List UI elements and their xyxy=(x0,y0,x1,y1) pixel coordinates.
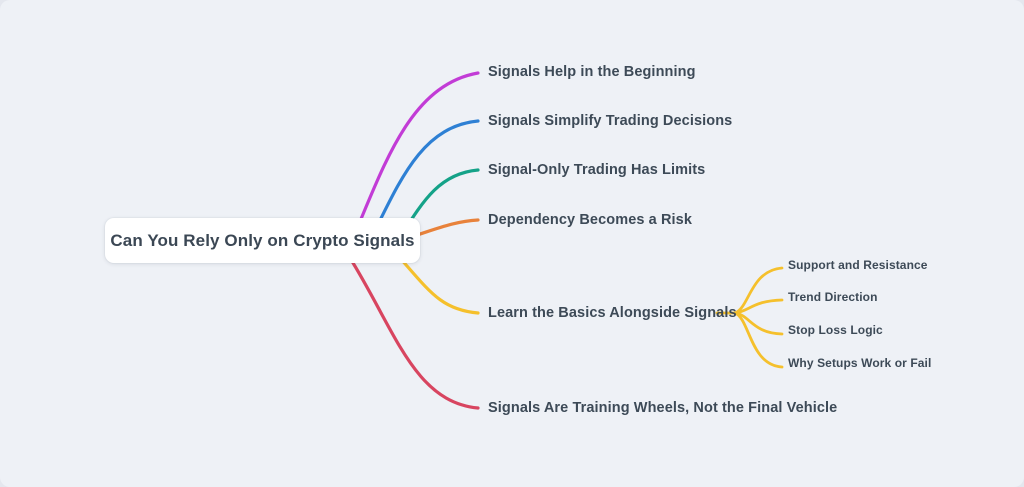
child-node-why-setups[interactable]: Why Setups Work or Fail xyxy=(788,356,932,370)
branch-node-dependency[interactable]: Dependency Becomes a Risk xyxy=(488,212,692,228)
child-line-support-resistance xyxy=(733,266,784,315)
branch-line-dependency xyxy=(412,218,480,238)
branch-node-training-wheels[interactable]: Signals Are Training Wheels, Not the Fin… xyxy=(488,400,838,416)
child-line-stop-loss xyxy=(733,311,784,336)
branch-line-learn-basics xyxy=(398,256,480,315)
child-line-trend-direction xyxy=(733,298,784,315)
branch-node-simplify[interactable]: Signals Simplify Trading Decisions xyxy=(488,113,733,129)
branch-node-signals-help[interactable]: Signals Help in the Beginning xyxy=(488,64,696,80)
child-node-stop-loss[interactable]: Stop Loss Logic xyxy=(788,323,883,337)
root-node-label: Can You Rely Only on Crypto Signals xyxy=(110,230,415,250)
branch-node-learn-basics[interactable]: Learn the Basics Alongside Signals xyxy=(488,305,737,321)
branch-line-training-wheels xyxy=(348,256,480,410)
child-node-support-resistance[interactable]: Support and Resistance xyxy=(788,258,928,272)
child-node-trend-direction[interactable]: Trend Direction xyxy=(788,290,878,304)
child-line-why-setups xyxy=(733,311,784,369)
branch-node-limits[interactable]: Signal-Only Trading Has Limits xyxy=(488,162,706,178)
root-node[interactable]: Can You Rely Only on Crypto Signals xyxy=(105,218,420,263)
